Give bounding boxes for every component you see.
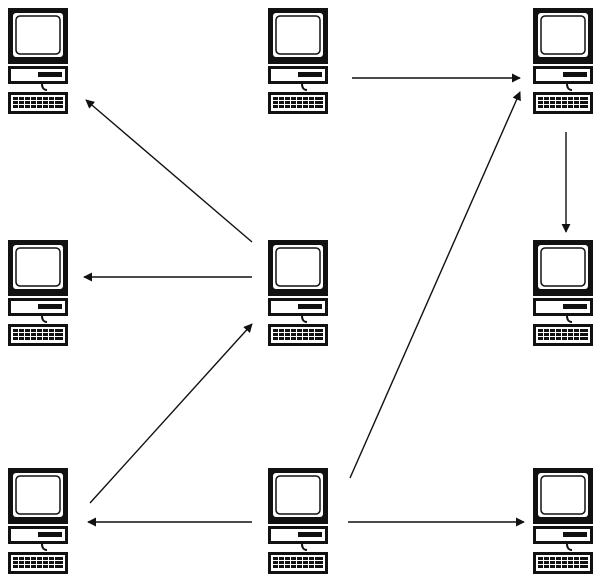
computer-icon-top-left <box>7 7 69 115</box>
arrow-bottom-center-to-top-right <box>349 91 521 479</box>
computer-icon-bottom-left <box>7 467 69 575</box>
arrow-bottom-left-to-middle-center <box>89 323 253 504</box>
computer-icon-middle-left <box>7 239 69 347</box>
computer-icon-middle-center <box>267 239 329 347</box>
computer-icon-top-center <box>267 7 329 115</box>
computer-icon-middle-right <box>532 239 594 347</box>
computer-icon-bottom-right <box>532 467 594 575</box>
computer-icon-bottom-center <box>267 467 329 575</box>
computer-icon-top-right <box>532 7 594 115</box>
node-layer <box>7 7 594 575</box>
edge-layer <box>83 73 571 527</box>
arrow-middle-center-to-top-left <box>85 99 253 243</box>
